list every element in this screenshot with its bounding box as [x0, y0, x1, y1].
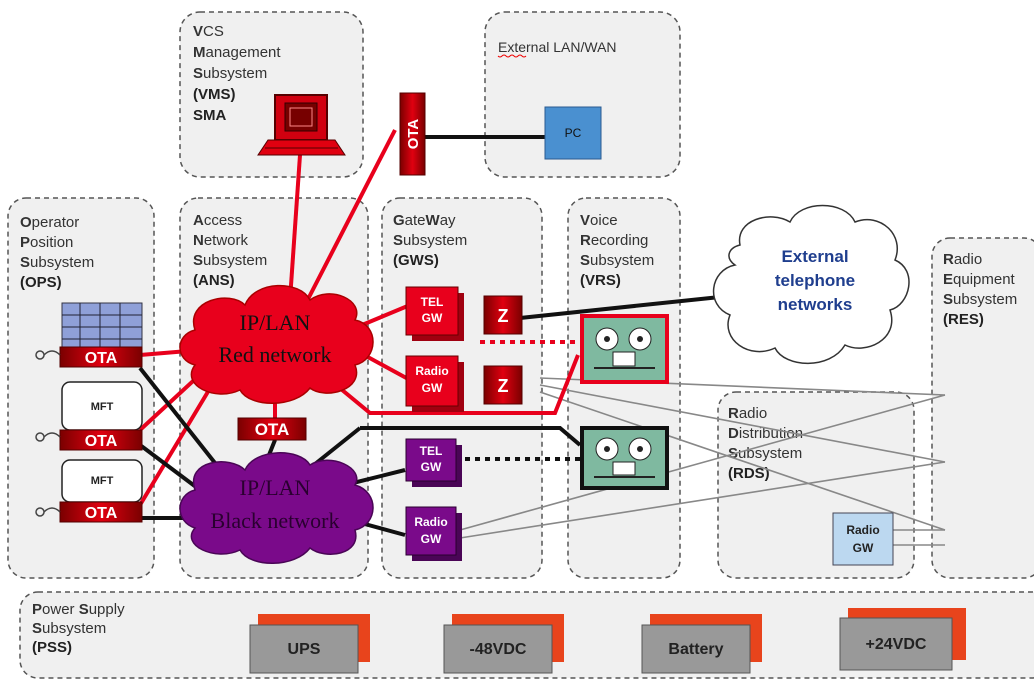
pc-box: PC: [544, 106, 602, 160]
svg-text:UPS: UPS: [288, 641, 321, 658]
z-box-1: Z: [483, 295, 523, 335]
headset-icons: [35, 350, 61, 517]
power-48vdc: -48VDC: [443, 614, 564, 674]
black-network-cloud: IP/LAN Black network: [179, 452, 374, 564]
radio-gw-rds: Radio GW: [832, 512, 894, 566]
svg-text:Battery: Battery: [668, 641, 723, 658]
voice-recorder-black: [580, 426, 669, 490]
svg-text:IP/LAN: IP/LAN: [240, 475, 311, 500]
voice-recorder-red: [580, 314, 669, 384]
subsystem-regions: [7, 11, 1034, 679]
svg-text:-48VDC: -48VDC: [470, 641, 527, 658]
ota-ans: OTA: [237, 417, 307, 441]
sma-computer-icon: [257, 94, 346, 156]
svg-text:GW: GW: [853, 541, 874, 555]
svg-text:MFT: MFT: [91, 475, 114, 487]
svg-text:OTA: OTA: [85, 433, 118, 450]
ext-lan-title: External LAN/WAN: [498, 39, 617, 55]
svg-text:TEL: TEL: [420, 444, 443, 458]
svg-text:IP/LAN: IP/LAN: [240, 310, 311, 335]
res-region: [931, 237, 1034, 579]
svg-text:MFT: MFT: [91, 401, 114, 413]
svg-text:Black network: Black network: [211, 508, 340, 533]
power-ups: UPS: [249, 614, 370, 674]
svg-text:OTA: OTA: [405, 119, 422, 150]
svg-text:OTA: OTA: [85, 505, 118, 522]
mft-panel-1: MFT: [61, 381, 143, 431]
mft-panel-2: MFT: [61, 459, 143, 503]
spellcheck-underline: [497, 54, 527, 58]
external-telephone-cloud: External telephone networks: [713, 204, 910, 365]
svg-text:OTA: OTA: [255, 420, 290, 439]
links: [138, 129, 946, 546]
ota-ops-3: OTA: [59, 501, 143, 523]
operator-console-screen: [61, 302, 143, 352]
svg-text:+24VDC: +24VDC: [866, 636, 927, 653]
svg-text:Radio: Radio: [415, 364, 448, 378]
radio-gw-black: Radio GW: [405, 506, 462, 561]
svg-text:GW: GW: [421, 460, 442, 474]
power-24vdc: +24VDC: [839, 608, 966, 671]
ota-ops-1: OTA: [59, 346, 143, 368]
radio-gw-red: Radio GW: [405, 355, 464, 412]
tel-gw-black: TEL GW: [405, 438, 462, 487]
svg-text:networks: networks: [778, 295, 853, 314]
svg-text:GW: GW: [421, 532, 442, 546]
svg-text:OTA: OTA: [85, 350, 118, 367]
ota-vertical: OTA: [399, 92, 426, 176]
red-network-cloud: IP/LAN Red network: [179, 284, 374, 404]
svg-text:External: External: [781, 247, 848, 266]
svg-text:Radio: Radio: [414, 515, 447, 529]
ota-ops-2: OTA: [59, 429, 143, 451]
svg-text:PC: PC: [565, 126, 582, 140]
power-battery: Battery: [641, 614, 762, 674]
svg-text:TEL: TEL: [421, 295, 444, 309]
tel-gw-red: TEL GW: [405, 286, 464, 341]
z-box-2: Z: [483, 365, 523, 405]
svg-text:GW: GW: [422, 381, 443, 395]
svg-text:GW: GW: [422, 311, 443, 325]
svg-text:Z: Z: [498, 306, 509, 326]
svg-text:Radio: Radio: [846, 523, 879, 537]
svg-text:telephone: telephone: [775, 271, 855, 290]
svg-text:Red network: Red network: [218, 342, 331, 367]
svg-text:Z: Z: [498, 376, 509, 396]
